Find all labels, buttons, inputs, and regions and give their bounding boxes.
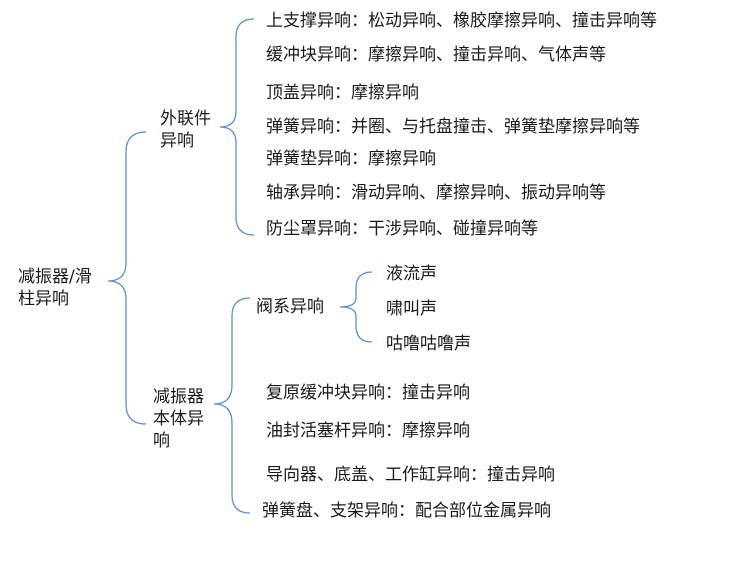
external-item: 弹簧异响：并圈、与托盘撞击、弹簧垫摩擦异响等	[266, 117, 640, 137]
body-node: 减振器 本体异 响	[153, 387, 204, 451]
external-item: 轴承异响：滑动异响、摩擦异响、振动异响等	[266, 183, 606, 203]
body-item: 弹簧盘、支架异响：配合部位金属异响	[262, 501, 551, 521]
body-item: 导向器、底盖、工作缸异响：撞击异响	[266, 465, 555, 485]
valve-item: 咕噜咕噜声	[386, 334, 471, 354]
valve-bracket	[339, 271, 373, 343]
root-node: 减振器/滑 柱异响	[18, 267, 92, 309]
external-item: 防尘罩异响：干涉异响、碰撞异响等	[266, 219, 538, 239]
body-bracket	[213, 297, 251, 514]
external-item: 缓冲块异响：摩擦异响、撞击异响、气体声等	[266, 45, 606, 65]
external-item: 顶盖异响：摩擦异响	[266, 83, 419, 103]
external-node: 外联件 异响	[160, 109, 211, 151]
body-item: 复原缓冲块异响：撞击异响	[266, 383, 470, 403]
external-item: 上支撑异响：松动异响、橡胶摩擦异响、撞击异响等	[266, 11, 657, 31]
body-item: 油封活塞杆异响：摩擦异响	[266, 421, 470, 441]
valve-node: 阀系异响	[256, 297, 324, 317]
external-bracket	[219, 18, 255, 236]
root-bracket	[107, 131, 147, 425]
external-item: 弹簧垫异响：摩擦异响	[266, 149, 436, 169]
valve-item: 液流声	[386, 264, 437, 284]
valve-item: 啸叫声	[386, 299, 437, 319]
